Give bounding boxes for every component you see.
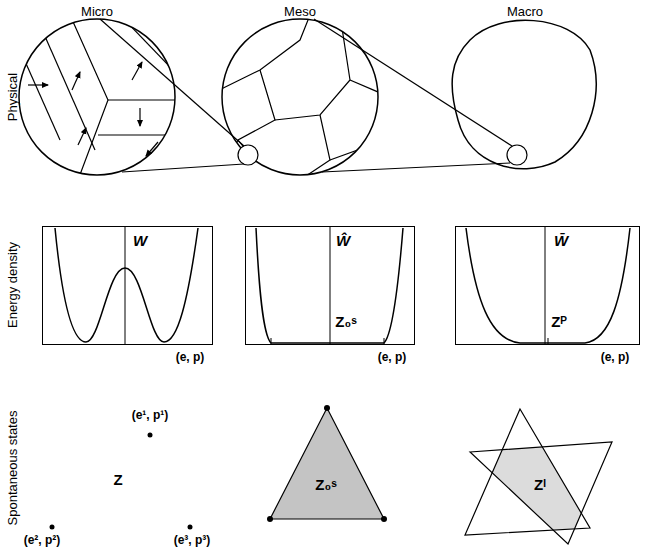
macro-body bbox=[314, 19, 596, 172]
intersection-fill bbox=[465, 409, 590, 535]
grain-boundary bbox=[238, 140, 270, 180]
grain-boundary bbox=[225, 70, 275, 165]
grain-boundary bbox=[275, 15, 350, 120]
tick bbox=[548, 338, 549, 345]
state-points bbox=[50, 433, 193, 530]
domain-wall bbox=[40, 25, 95, 150]
vertex-point bbox=[267, 516, 273, 522]
polarization-arrow bbox=[78, 128, 86, 145]
polarization-arrow bbox=[139, 108, 140, 126]
node-text: W bbox=[133, 233, 147, 250]
axis-line bbox=[125, 226, 126, 345]
energy-curves bbox=[55, 226, 630, 345]
macro-energy-curve bbox=[466, 228, 630, 343]
zoom-line bbox=[322, 163, 510, 172]
tick bbox=[271, 338, 272, 345]
state-label: (e³, p³) bbox=[174, 534, 211, 547]
convexified-curve bbox=[256, 228, 403, 343]
zoom-circle bbox=[238, 145, 258, 165]
polarization-arrow bbox=[146, 142, 158, 156]
state-point bbox=[148, 433, 153, 438]
state-label: (e¹, p¹) bbox=[132, 409, 169, 422]
row-heading: Physical bbox=[6, 73, 20, 121]
state-label: (e², p²) bbox=[24, 534, 61, 547]
axis-label: (e, p) bbox=[378, 351, 407, 364]
axis-label: (e, p) bbox=[176, 351, 205, 364]
axis-line bbox=[330, 226, 331, 345]
domain-wall bbox=[70, 15, 108, 180]
node-text: Z₀ˢ bbox=[315, 477, 337, 494]
zoom-circle bbox=[507, 145, 527, 165]
column-heading: Meso bbox=[284, 5, 316, 19]
polarization-arrow bbox=[132, 62, 142, 80]
node-text: Ŵ bbox=[336, 233, 350, 250]
column-heading: Micro bbox=[81, 5, 113, 19]
grain-boundary bbox=[350, 80, 385, 95]
zoom-line bbox=[122, 164, 244, 172]
meso-circle bbox=[222, 19, 378, 175]
micro-domains bbox=[19, 15, 180, 180]
node-text: W̄ bbox=[554, 233, 568, 250]
domain-wall bbox=[108, 99, 180, 100]
state-point bbox=[50, 525, 55, 530]
axis-line bbox=[545, 226, 546, 345]
energy-plot-box: Ŵ Z₀ˢ bbox=[245, 226, 415, 345]
double-well-curve bbox=[55, 228, 198, 342]
energy-plot-box: W bbox=[42, 226, 213, 345]
tick bbox=[384, 338, 385, 345]
node-text: Zᴾ bbox=[551, 314, 566, 331]
domain-wall bbox=[98, 134, 180, 135]
node-text: Z₀ˢ bbox=[335, 314, 357, 331]
zoom-line bbox=[314, 19, 512, 146]
overlap-triangles: Zᴵ bbox=[460, 404, 616, 548]
macro-outline bbox=[452, 20, 596, 168]
polarization-arrow bbox=[72, 72, 80, 90]
node-text: Zᴵ bbox=[534, 477, 546, 494]
triangle-shape bbox=[470, 442, 612, 544]
state-point bbox=[188, 525, 193, 530]
vertex-point bbox=[324, 405, 330, 411]
triangle-shape bbox=[270, 408, 384, 519]
vertex-point bbox=[381, 516, 387, 522]
row-heading: Energy density bbox=[6, 242, 20, 328]
triangle-shape bbox=[465, 409, 590, 535]
axis-label: (e, p) bbox=[601, 351, 630, 364]
row-heading: Spontaneous states bbox=[6, 411, 20, 526]
polarization-arrow bbox=[28, 84, 48, 85]
column-heading: Macro bbox=[507, 5, 543, 19]
zoom-line bbox=[100, 19, 244, 146]
set-label: Z bbox=[113, 472, 122, 489]
grain-boundary bbox=[215, 15, 310, 92]
meso-grains bbox=[100, 15, 385, 180]
state-triangle: Z₀ˢ bbox=[266, 404, 388, 524]
shape-outline bbox=[266, 404, 388, 524]
energy-plot-box: W̄ Zᴾ bbox=[455, 226, 640, 345]
micro-circle bbox=[19, 19, 175, 175]
